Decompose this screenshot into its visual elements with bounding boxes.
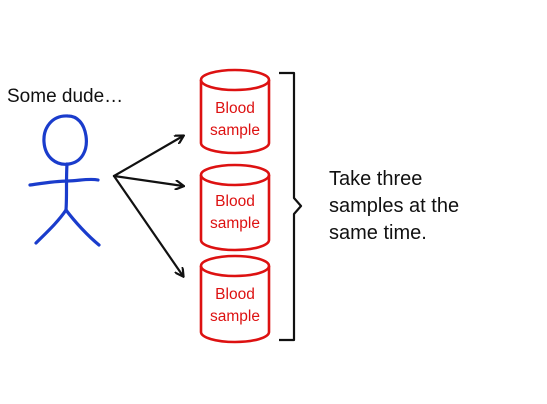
sample-cylinder-2	[199, 163, 271, 252]
sample-label-2: Blood sample	[200, 191, 270, 235]
sample-label-1-line1: Blood	[215, 100, 255, 117]
arrow-to-sample-1	[112, 136, 183, 178]
sample-label-3-line1: Blood	[215, 286, 255, 303]
stick-figure-left-leg	[34, 208, 68, 245]
note-line-2: samples at the	[329, 195, 460, 217]
sample-cylinder-1	[199, 68, 271, 155]
grouping-brace	[279, 71, 303, 342]
arrow-to-sample-2	[112, 174, 183, 186]
stick-figure-icon	[28, 114, 101, 247]
stick-figure-head	[42, 114, 88, 166]
sample-cylinder-3	[199, 254, 271, 344]
note-line-1: Take three	[329, 168, 423, 190]
sample-label-3: Blood sample	[200, 284, 270, 328]
sample-label-3-line2: sample	[210, 308, 260, 325]
stick-figure-right-leg	[64, 208, 101, 247]
arrows	[112, 136, 183, 276]
note-line-3: same time.	[329, 222, 427, 244]
sample-label-1: Blood sample	[200, 98, 270, 142]
stick-figure-body	[64, 162, 69, 212]
stick-figure-arms	[28, 177, 100, 187]
sample-label-1-line2: sample	[210, 122, 260, 139]
note-text: Take three samples at the same time.	[329, 166, 459, 247]
sample-label-2-line2: sample	[210, 215, 260, 232]
blood-sample-cylinder-icon	[199, 68, 271, 344]
arrow-to-sample-3	[112, 174, 183, 276]
person-label: Some dude…	[7, 86, 124, 107]
sample-label-2-line1: Blood	[215, 193, 255, 210]
